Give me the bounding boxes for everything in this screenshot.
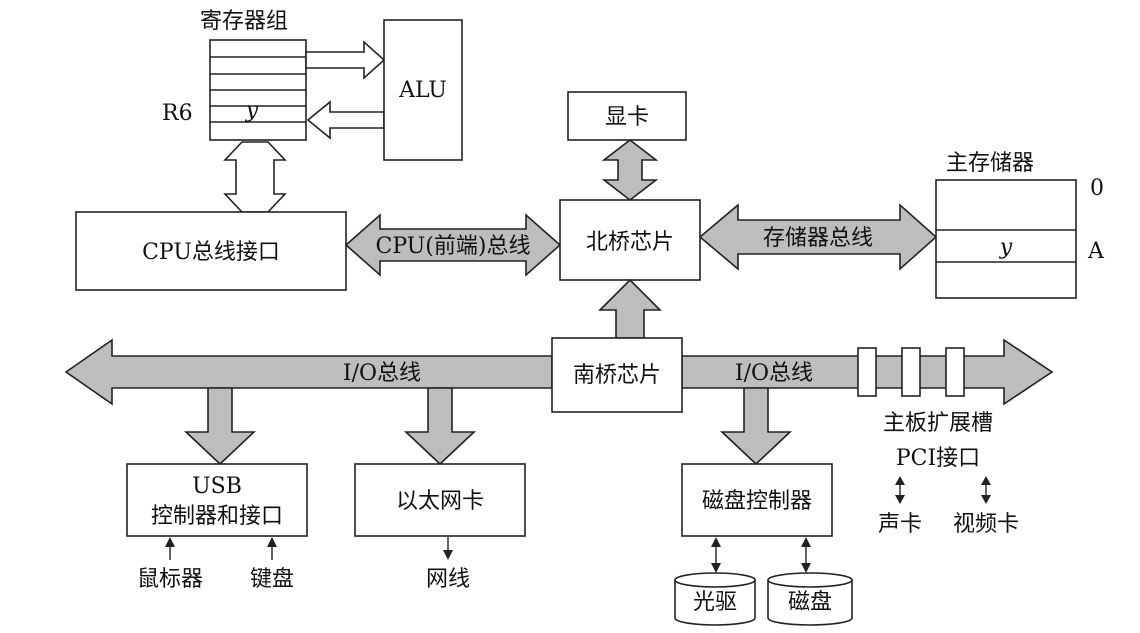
register-to-alu-arrow bbox=[305, 40, 386, 80]
register-r6-label: R6 bbox=[162, 101, 193, 126]
memory-address-a: A bbox=[1087, 239, 1105, 264]
disk-cylinder bbox=[767, 572, 853, 626]
bus-to-usb-arrow bbox=[183, 387, 257, 466]
disk-label: 磁盘 bbox=[788, 590, 832, 615]
keyboard-label: 键盘 bbox=[250, 567, 294, 592]
pci-interface-label: PCI接口 bbox=[896, 446, 980, 471]
south-bridge-box bbox=[551, 337, 683, 413]
io-bus-left-label: I/O总线 bbox=[343, 361, 421, 386]
usb-controller-box bbox=[126, 463, 308, 537]
pci-sound-arrow bbox=[895, 476, 905, 504]
register-cpu-interface-arrow bbox=[223, 141, 287, 213]
controller-optical-arrow bbox=[711, 537, 721, 573]
disk-controller-label: 磁盘控制器 bbox=[702, 489, 812, 514]
alu-label: ALU bbox=[398, 78, 447, 103]
usb-line1: USB bbox=[192, 474, 242, 499]
north-bridge-box bbox=[559, 199, 701, 281]
disk-controller-box bbox=[681, 463, 833, 537]
video-card-label: 视频卡 bbox=[953, 512, 1019, 537]
register-r6-value: y bbox=[245, 98, 259, 123]
controller-disk-arrow bbox=[801, 537, 811, 573]
optical-drive-label: 光驱 bbox=[693, 590, 737, 615]
network-cable-label: 网线 bbox=[426, 567, 470, 592]
expansion-slots-title: 主板扩展槽 bbox=[883, 411, 993, 436]
mouse-label: 鼠标器 bbox=[137, 567, 203, 592]
memory-cell-value: y bbox=[999, 235, 1013, 260]
memory-address-0: 0 bbox=[1090, 176, 1104, 201]
io-bus-right-label: I/O总线 bbox=[735, 361, 813, 386]
graphics-card-label: 显卡 bbox=[605, 105, 649, 130]
expansion-slot-1 bbox=[857, 347, 877, 397]
expansion-slot-2 bbox=[901, 347, 921, 397]
register-file bbox=[209, 39, 307, 141]
main-memory-title: 主存储器 bbox=[946, 151, 1034, 176]
alu-box bbox=[383, 19, 463, 161]
mouse-to-usb-arrow bbox=[165, 537, 175, 560]
io-bus-left-arrow bbox=[64, 338, 553, 406]
cpu-bus-interface-label: CPU总线接口 bbox=[142, 240, 280, 265]
memory-bus-label: 存储器总线 bbox=[763, 226, 873, 251]
ethernet-to-network-arrow bbox=[443, 537, 453, 560]
north-bridge-label: 北桥芯片 bbox=[586, 230, 674, 255]
expansion-slot-3 bbox=[945, 347, 965, 397]
bus-to-ethernet-arrow bbox=[403, 387, 477, 466]
keyboard-to-usb-arrow bbox=[267, 537, 277, 560]
south-bridge-label: 南桥芯片 bbox=[573, 363, 661, 388]
alu-to-register-arrow bbox=[306, 100, 385, 140]
ethernet-card-box bbox=[354, 463, 526, 537]
graphics-northbridge-arrow bbox=[601, 138, 659, 202]
graphics-card-box bbox=[567, 91, 687, 141]
usb-line2: 控制器和接口 bbox=[151, 504, 283, 529]
optical-drive-cylinder bbox=[674, 572, 756, 626]
front-side-bus-label: CPU(前端)总线 bbox=[376, 234, 531, 259]
bus-to-disk-controller-arrow bbox=[719, 387, 793, 466]
main-memory-box bbox=[935, 179, 1077, 299]
ethernet-card-label: 以太网卡 bbox=[396, 489, 484, 514]
registers-title: 寄存器组 bbox=[200, 9, 288, 34]
southbridge-to-northbridge-arrow bbox=[598, 278, 662, 339]
cpu-bus-interface-box bbox=[75, 211, 347, 291]
pci-video-arrow bbox=[981, 476, 991, 504]
sound-card-label: 声卡 bbox=[878, 512, 922, 537]
